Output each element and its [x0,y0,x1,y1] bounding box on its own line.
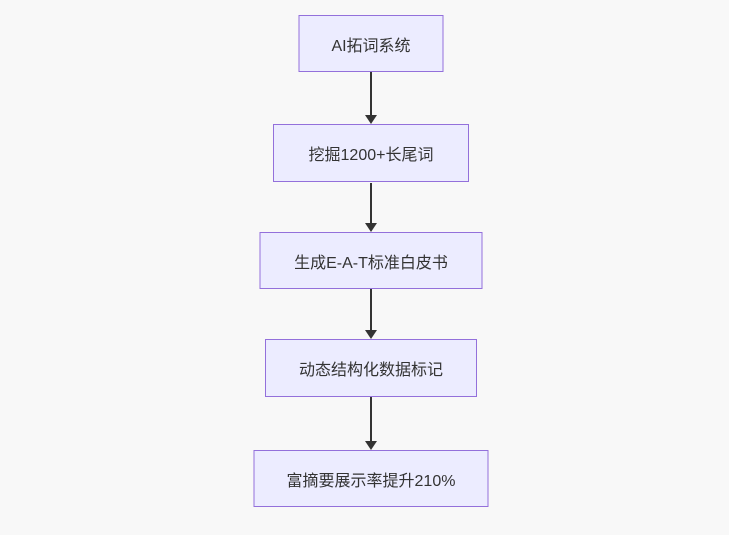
flow-node-rich-snippet-result: 富摘要展示率提升210% [253,450,489,507]
arrowhead-down-icon [365,441,377,450]
edge-connector-3 [365,289,377,339]
flow-node-longtail-mining: 挖掘1200+长尾词 [273,124,469,182]
edge-line [370,72,372,115]
flow-node-label: 生成E-A-T标准白皮书 [294,254,448,272]
arrowhead-down-icon [365,223,377,232]
edge-line [370,289,372,330]
flow-node-label: 富摘要展示率提升210% [286,472,456,490]
arrowhead-down-icon [365,115,377,124]
flow-node-label: 动态结构化数据标记 [298,362,443,379]
arrowhead-down-icon [365,330,377,339]
edge-line [370,183,372,223]
edge-connector-1 [365,72,377,124]
edge-connector-4 [365,397,377,450]
flow-node-label: AI拓词系统 [331,37,411,55]
edge-connector-2 [365,183,377,232]
edge-line [370,397,372,441]
flow-node-eat-whitepaper: 生成E-A-T标准白皮书 [259,232,483,289]
flow-node-structured-data: 动态结构化数据标记 [265,339,477,397]
flow-node-label: 挖掘1200+长尾词 [308,147,434,164]
flow-node-ai-word-system: AI拓词系统 [298,15,444,72]
